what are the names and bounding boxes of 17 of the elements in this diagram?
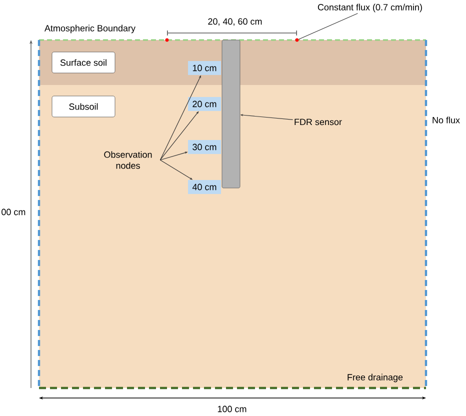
callout-text: Constant flux (0.7 cm/min) [318, 4, 422, 12]
depth-label: 30 cm [188, 140, 221, 154]
sensor-bar [222, 40, 240, 188]
depth-label: 40 cm [188, 180, 221, 194]
callout-text: FDR sensor [294, 118, 342, 126]
boundary-label: Free drainage [348, 374, 403, 382]
boundary-label: Atmospheric Boundary [44, 24, 136, 34]
leader-line [298, 13, 358, 40]
layer-label-box: Surface soil [52, 52, 116, 74]
dimension-label: 00 cm [2, 208, 26, 216]
layer-label-box: Subsoil [52, 96, 116, 118]
depth-label: 20 cm [188, 97, 221, 111]
callout-text: Observation nodes [104, 151, 152, 169]
dimension-label: 100 cm [218, 406, 246, 412]
boundary-label: No flux [432, 116, 460, 124]
dimension-label: 20, 40, 60 cm [208, 18, 262, 26]
depth-label: 10 cm [188, 61, 221, 75]
